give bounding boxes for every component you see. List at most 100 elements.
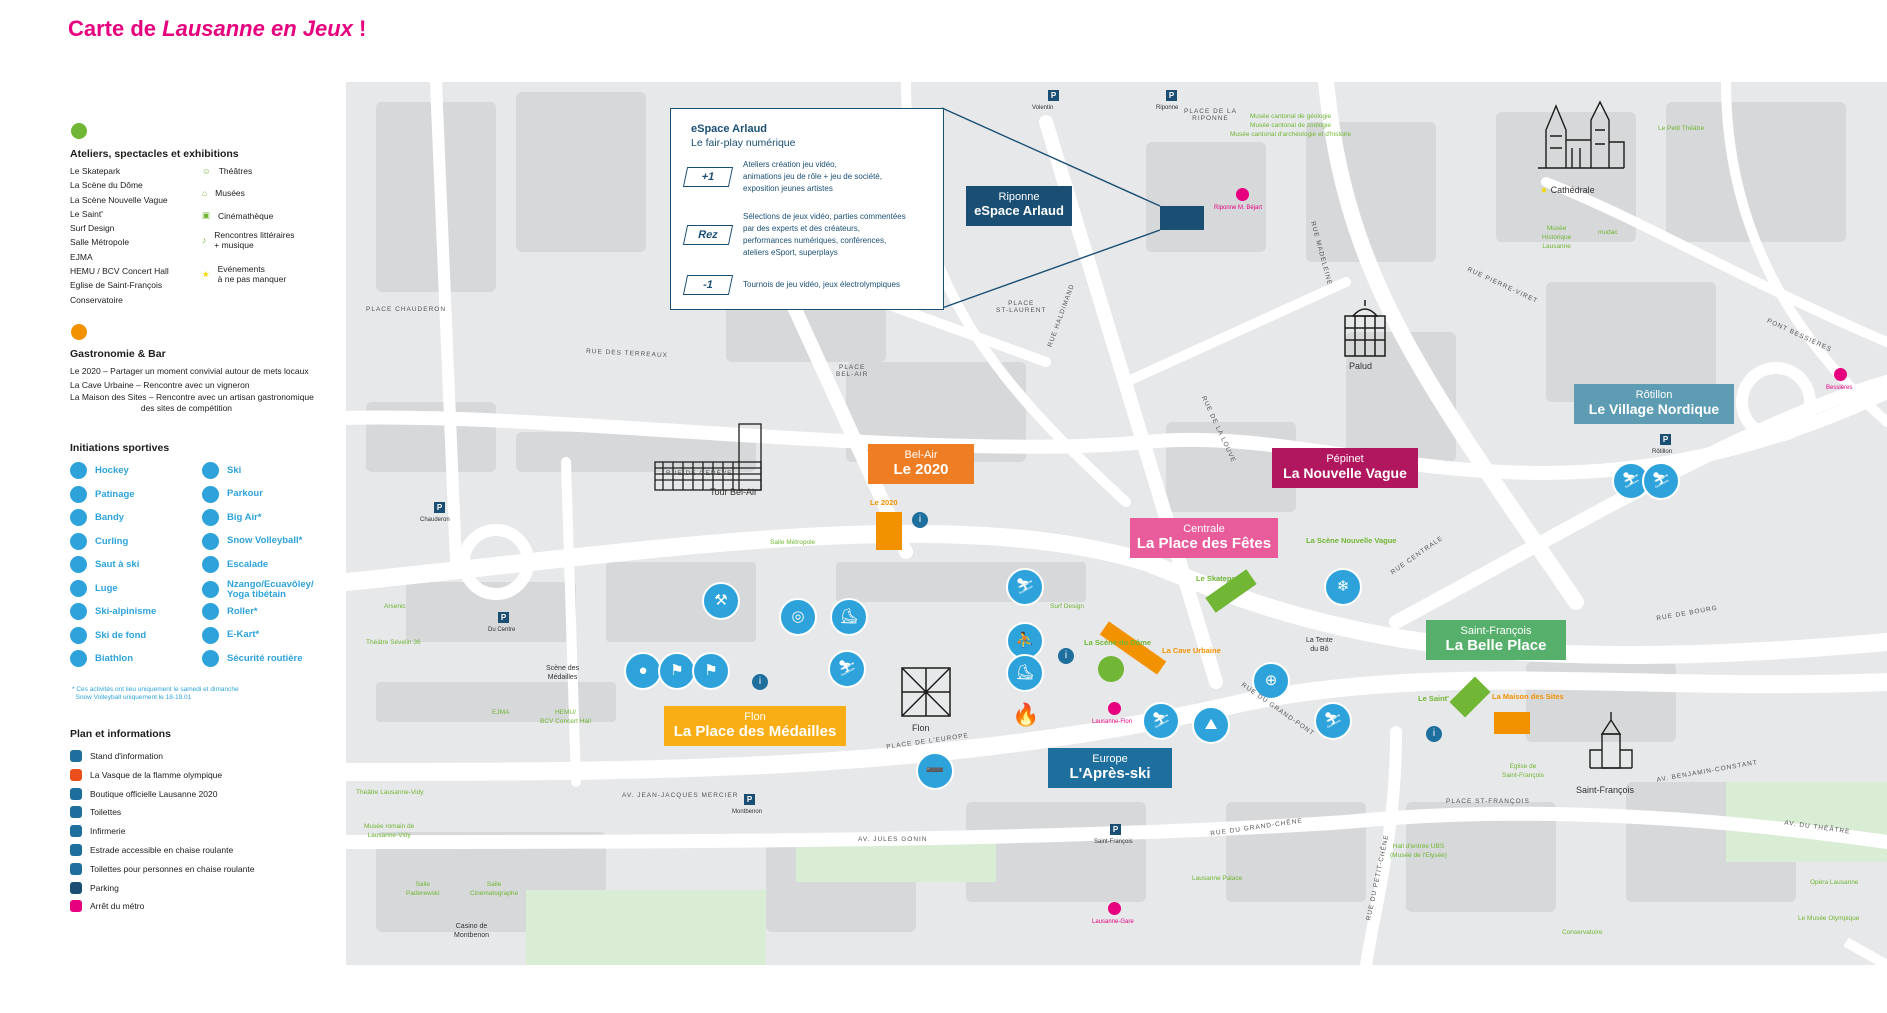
sport-item: Sécurité routière (202, 650, 303, 667)
riponne-bejart-label: Riponne M. Béjart (1214, 205, 1263, 211)
parking-chauderon-icon: P (434, 502, 445, 513)
bandy-2-icon[interactable]: ⚑ (692, 652, 730, 690)
plan-item: Arrêt du métro (70, 900, 144, 913)
legend-sports-note: * Ces activités ont lieu uniquement le s… (72, 686, 239, 701)
page-title: Carte de Lausanne en Jeux ! (68, 16, 367, 41)
legend-rencontres: ♪Rencontres littéraires + musique (202, 230, 295, 250)
theatre-sevelin-label: Théâtre Sévelin 36 (366, 639, 421, 646)
sport-icon (202, 650, 219, 667)
sport-icon (70, 509, 87, 526)
sport-icon (202, 556, 219, 573)
cave-urbaine-label: La Cave Urbaine (1162, 646, 1221, 655)
info-stand-3-icon[interactable]: i (1058, 648, 1074, 664)
st-francois-p-label: Saint-François (1094, 839, 1133, 845)
legend-ateliers-list: Le Skatepark La Scène du Dôme La Scène N… (70, 166, 169, 305)
cinema-icon: ▣ (202, 210, 211, 220)
sport-item: Ski de fond (70, 626, 146, 644)
parking-icon (70, 881, 82, 894)
musee-romain-label: Musée romain de Lausanne-Vidy (364, 823, 415, 839)
theatre-vidy-label: Théâtre Lausanne-Vidy (356, 789, 424, 796)
riponne-p-label: Riponne (1156, 105, 1179, 111)
popup-text-1: Ateliers création jeu vidéo, animations … (743, 160, 882, 193)
curling-icon[interactable]: ● (624, 652, 662, 690)
info-stand-icon[interactable]: i (912, 512, 928, 528)
info-stand-2-icon[interactable]: i (752, 674, 768, 690)
salle-paderewski-label: Salle Paderewski (406, 881, 440, 897)
street-chauderon: PLACE CHAUDERON (366, 306, 447, 313)
street-st-laurent: PLACE ST-LAURENT (996, 300, 1047, 314)
map-roads (346, 82, 1887, 965)
sport-item: Bandy (70, 509, 124, 526)
plan-item: Stand d'information (70, 750, 163, 762)
maison-sites-area (1494, 712, 1530, 734)
sport-item: Saut à ski (70, 556, 139, 573)
map-area[interactable]: Tour Bel-Air Flon Palud ★ Cathédrale Sai… (346, 82, 1887, 965)
parking-riponne-icon: P (1166, 90, 1177, 101)
nzango-icon[interactable]: ⊕ (1252, 662, 1290, 700)
maison-sites-label: La Maison des Sites (1492, 692, 1564, 701)
le2020-area (876, 512, 902, 550)
conservatoire-label: Conservatoire (1562, 929, 1603, 936)
sport-icon (202, 485, 219, 503)
wc-icon (70, 806, 82, 819)
luge-icon[interactable]: ➖ (916, 752, 954, 790)
popup-text-2: Sélections de jeux vidéo, parties commen… (743, 212, 906, 257)
plan-item: Parking (70, 881, 119, 894)
scene-medailles-label: Scène des Médailles (546, 665, 580, 681)
street-st-francois: PLACE ST-FRANÇOIS (1446, 798, 1530, 805)
saint-francois-church-icon (1588, 710, 1634, 770)
ski-alpinisme-icon[interactable]: ⛷ (1006, 568, 1044, 606)
ski-icon[interactable]: ⛷ (1142, 702, 1180, 740)
tente-label: La Tente du Bô (1306, 637, 1333, 653)
parking-rotillon-icon: P (1660, 434, 1671, 445)
sport-item: Roller* (202, 603, 258, 620)
tour-bel-air-label: Tour Bel-Air (710, 487, 758, 497)
sport-item: Big Air* (202, 509, 261, 526)
popup-tag-1: +1 (682, 167, 734, 187)
bandy-icon[interactable]: ⚑ (658, 652, 696, 690)
espace-arlaud-building (1160, 206, 1204, 230)
info-stand-4-icon[interactable]: i (1426, 726, 1442, 742)
big-air-icon[interactable]: ❄ (1324, 568, 1362, 606)
skating-icon[interactable]: ⛸ (830, 598, 868, 636)
scene-dome-area (1098, 656, 1124, 682)
sport-icon (202, 581, 219, 598)
sport-icon (70, 650, 87, 667)
escalade-icon[interactable]: ⛰ (1192, 706, 1230, 744)
wheelchair-wc-icon (70, 862, 82, 875)
sport-item: Luge (70, 579, 118, 597)
star-icon: ★ (1540, 185, 1549, 195)
ski-jump-icon[interactable]: ⛷ (828, 650, 866, 688)
parking-montbenon-icon: P (744, 794, 755, 805)
biathlon-icon[interactable]: ⛷ (1314, 702, 1352, 740)
info-icon (70, 750, 82, 762)
roller-icon[interactable]: ⛸ (1006, 654, 1044, 692)
sport-item: Escalade (202, 556, 268, 573)
popup-subtitle: Le fair-play numérique (691, 137, 796, 149)
orange-dot-icon (71, 324, 87, 340)
sport-item: Curling (70, 532, 128, 550)
e-kart-icon[interactable]: ◎ (779, 598, 817, 636)
street-riponne: PLACE DE LA RIPONNE (1184, 108, 1237, 122)
first-aid-icon (70, 825, 82, 838)
book-music-icon: ♪ (202, 235, 207, 245)
opera-label: Opéra Lausanne (1810, 879, 1859, 886)
shop-icon (70, 787, 82, 800)
palud-label: Palud (1349, 361, 1373, 371)
sport-item: Ski (202, 462, 241, 479)
ski-de-fond-2-icon[interactable]: ⛷ (1642, 462, 1680, 500)
chauderon-label: Chauderon (420, 517, 450, 523)
parkour-icon[interactable]: ⛹ (1006, 622, 1044, 660)
le2020-small-label: Le 2020 (870, 498, 898, 507)
flame-icon (70, 768, 82, 781)
hockey-icon[interactable]: ⚒ (702, 582, 740, 620)
metro-bessieres-icon (1834, 368, 1847, 381)
